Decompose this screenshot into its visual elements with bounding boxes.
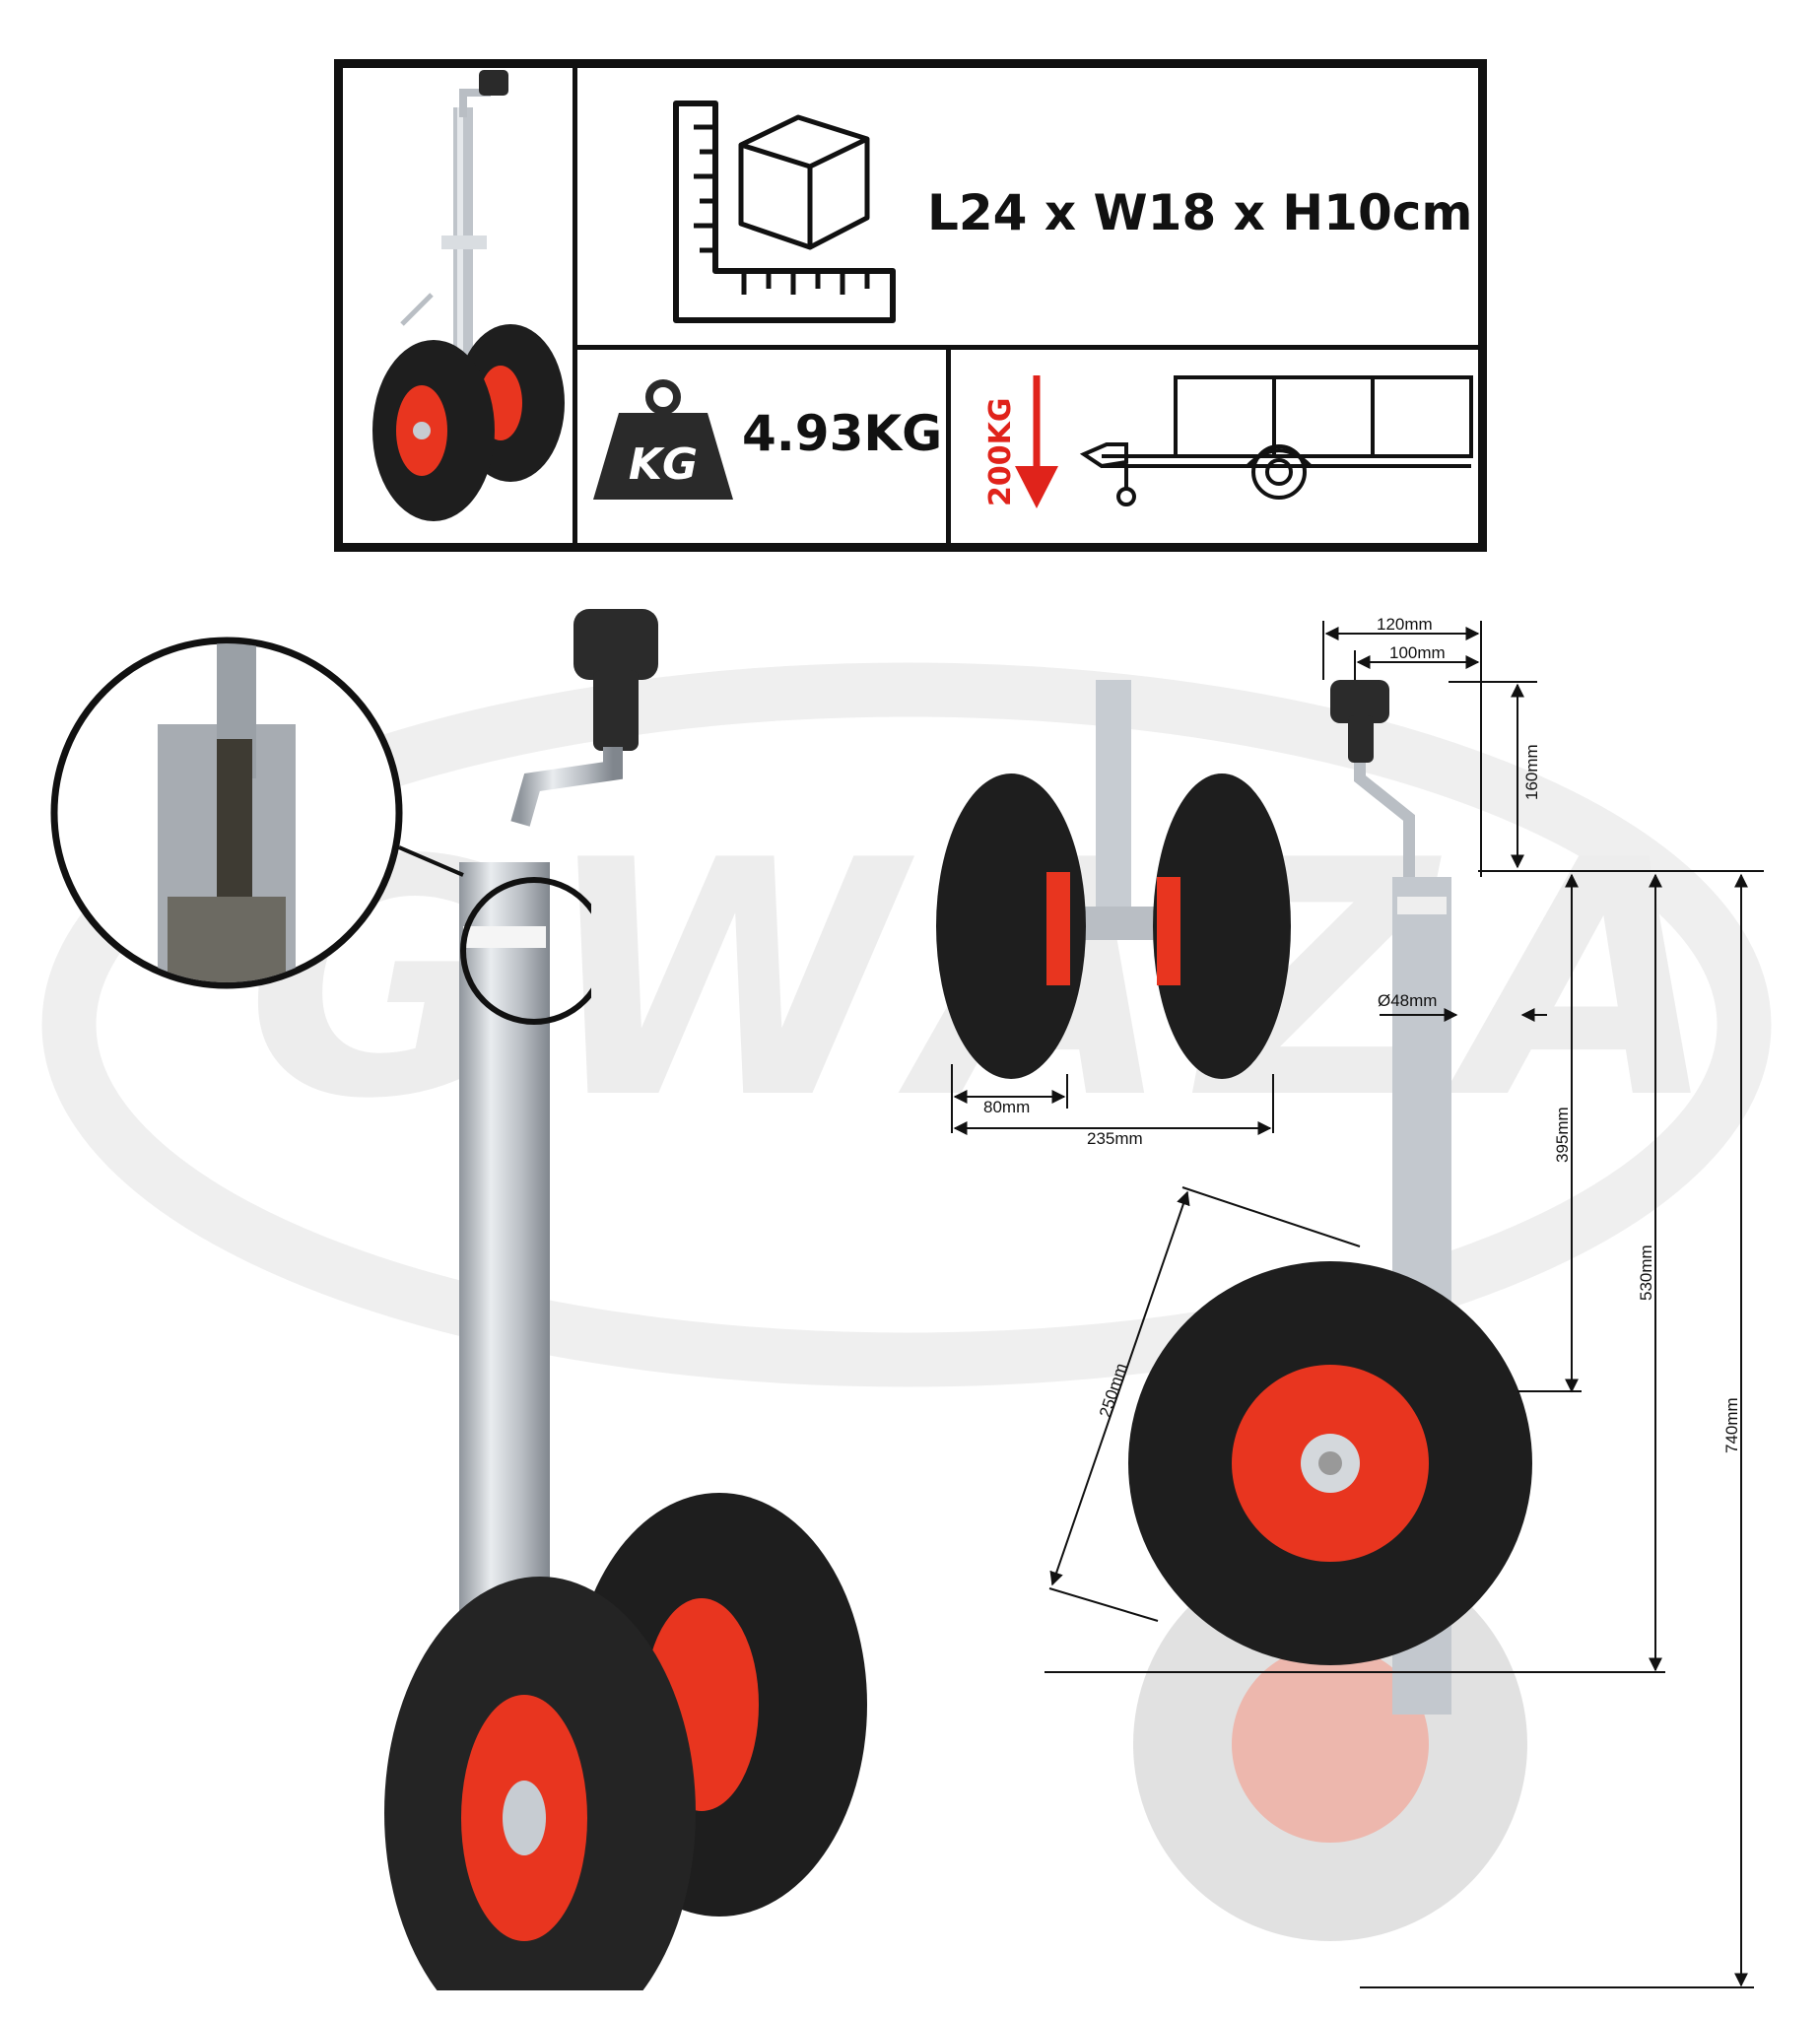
trailer-icon <box>1079 375 1473 506</box>
divider <box>573 345 1479 350</box>
dim-handle-outer: 120mm <box>1377 615 1433 634</box>
weight-icon-label: KG <box>629 439 698 490</box>
dim-mid-height: 530mm <box>1637 1244 1655 1301</box>
weight-icon: KG <box>593 379 733 500</box>
dim-handle-height: 160mm <box>1522 744 1541 800</box>
divider <box>946 345 951 543</box>
product-main-photo <box>384 609 867 1990</box>
front-view-photo <box>936 680 1291 1079</box>
spec-box: L24 x W18 x H10cm KG 4.93KG 200KG <box>334 59 1487 552</box>
dim-track-width: 235mm <box>1087 1129 1143 1148</box>
product-thumbnail <box>372 70 565 521</box>
weight-text: 4.93KG <box>742 405 943 462</box>
dim-handle-inner: 100mm <box>1389 643 1446 662</box>
dim-tube-diameter: Ø48mm <box>1378 991 1438 1010</box>
arrow-down-icon <box>1015 375 1058 508</box>
dim-total-height: 740mm <box>1722 1397 1741 1453</box>
side-view-photo <box>1128 680 1532 1941</box>
dim-tube-length: 395mm <box>1553 1107 1572 1163</box>
ruler-box-icon <box>673 101 896 323</box>
detail-inset <box>50 637 591 1025</box>
dimensions-text: L24 x W18 x H10cm <box>927 184 1473 241</box>
dim-wheel-width: 80mm <box>983 1098 1031 1116</box>
divider <box>573 68 577 543</box>
